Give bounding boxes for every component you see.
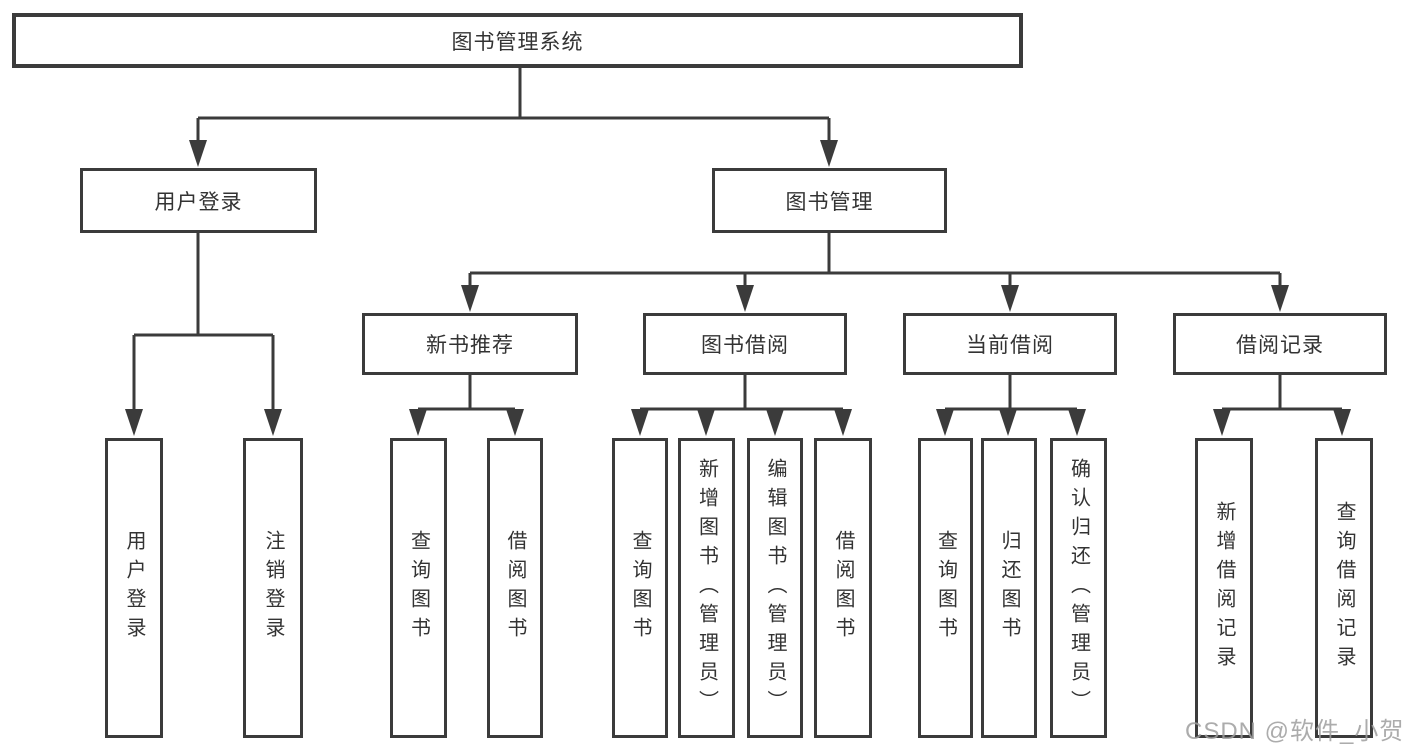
node-book-borrow: 图书借阅	[643, 313, 847, 375]
leaf-user-login-label: 用户登录	[123, 530, 145, 646]
leaf-query-books-borrow-label: 查询图书	[629, 530, 651, 646]
leaf-query-borrow-record: 查询借阅记录	[1315, 438, 1373, 738]
node-current-borrow: 当前借阅	[903, 313, 1117, 375]
node-new-book-recommend-label: 新书推荐	[426, 334, 514, 357]
leaf-logout: 注销登录	[243, 438, 303, 738]
leaf-add-borrow-record-label: 新增借阅记录	[1213, 501, 1235, 675]
leaf-add-book-admin: 新增图书（管理员）	[678, 438, 735, 738]
node-borrow-records-label: 借阅记录	[1236, 334, 1324, 357]
node-book-management-label: 图书管理	[785, 190, 874, 214]
leaf-borrow-books-2: 借阅图书	[814, 438, 872, 738]
leaf-borrow-books-recommend: 借阅图书	[487, 438, 543, 738]
node-book-management: 图书管理	[712, 168, 947, 233]
leaf-query-books-recommend: 查询图书	[390, 438, 447, 738]
node-new-book-recommend: 新书推荐	[362, 313, 578, 375]
leaf-borrow-books-recommend-label: 借阅图书	[504, 530, 526, 646]
leaf-logout-label: 注销登录	[262, 530, 284, 646]
node-current-borrow-label: 当前借阅	[966, 334, 1054, 357]
leaf-add-book-admin-label: 新增图书（管理员）	[695, 457, 718, 719]
leaf-add-borrow-record: 新增借阅记录	[1195, 438, 1253, 738]
leaf-confirm-return-admin-label: 确认归还（管理员）	[1067, 457, 1090, 719]
leaf-return-book: 归还图书	[981, 438, 1037, 738]
node-root-label: 图书管理系统	[451, 30, 584, 54]
leaf-query-borrow-record-label: 查询借阅记录	[1333, 501, 1355, 675]
node-root: 图书管理系统	[12, 13, 1023, 68]
leaf-edit-book-admin: 编辑图书（管理员）	[747, 438, 803, 738]
leaf-edit-book-admin-label: 编辑图书（管理员）	[764, 457, 786, 719]
leaf-query-books-recommend-label: 查询图书	[407, 530, 430, 646]
leaf-return-book-label: 归还图书	[998, 530, 1020, 646]
node-borrow-records: 借阅记录	[1173, 313, 1387, 375]
leaf-user-login: 用户登录	[105, 438, 163, 738]
leaf-query-books-current-label: 查询图书	[934, 530, 957, 646]
node-user-login: 用户登录	[80, 168, 317, 233]
node-book-borrow-label: 图书借阅	[701, 334, 789, 357]
node-user-login-label: 用户登录	[154, 190, 243, 214]
leaf-confirm-return-admin: 确认归还（管理员）	[1050, 438, 1107, 738]
watermark: CSDN @软件_小贺同学	[1185, 718, 1405, 745]
leaf-query-books-borrow: 查询图书	[612, 438, 668, 738]
leaf-borrow-books-2-label: 借阅图书	[832, 530, 854, 646]
leaf-query-books-current: 查询图书	[918, 438, 973, 738]
